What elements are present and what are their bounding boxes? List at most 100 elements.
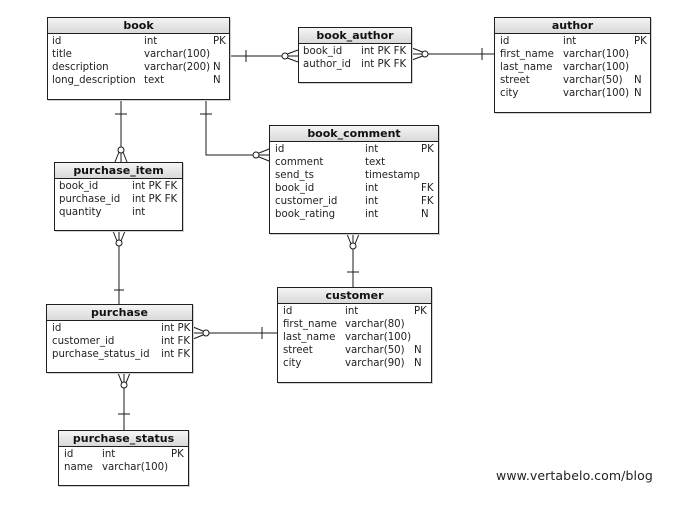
column-list: book_id int PK FK purchase_id int PK FK … bbox=[55, 179, 182, 219]
column-name: send_ts bbox=[275, 170, 314, 181]
column-type: int PK FK bbox=[132, 181, 178, 192]
column-name: last_name bbox=[500, 62, 553, 73]
column-name: city bbox=[283, 358, 302, 369]
column-row: id int PK bbox=[495, 35, 650, 48]
column-key: PK bbox=[634, 36, 647, 47]
column-row: purchase_status_id int FK bbox=[47, 348, 192, 361]
column-name: book_id bbox=[275, 183, 315, 194]
column-type: int PK bbox=[161, 323, 191, 334]
column-row: send_ts timestamp bbox=[270, 169, 438, 182]
entity-author: author id int PK first_name varchar(100)… bbox=[494, 17, 651, 113]
column-list: id int PK customer_id int FK purchase_st… bbox=[47, 321, 192, 361]
entity-book: book id int PK title varchar(100) descri… bbox=[47, 17, 230, 100]
entity-purchase-item: purchase_item book_id int PK FK purchase… bbox=[54, 162, 183, 231]
column-type: int FK bbox=[161, 349, 191, 360]
column-list: id int PK name varchar(100) bbox=[59, 447, 188, 474]
entity-title: book_comment bbox=[270, 126, 438, 142]
rel-book-purchase-item bbox=[114, 100, 128, 163]
column-list: id int PK first_name varchar(80) last_na… bbox=[278, 304, 431, 370]
column-key: N bbox=[414, 358, 422, 369]
column-list: id int PK first_name varchar(100) last_n… bbox=[495, 34, 650, 100]
column-name: long_description bbox=[52, 75, 136, 86]
rel-author-book-author bbox=[411, 47, 494, 61]
column-list: id int PK title varchar(100) description… bbox=[48, 34, 229, 87]
column-name: customer_id bbox=[275, 196, 338, 207]
entity-title: book_author bbox=[299, 28, 411, 44]
column-type: int PK FK bbox=[361, 46, 407, 57]
entity-title: purchase bbox=[47, 305, 192, 321]
column-name: last_name bbox=[283, 332, 336, 343]
column-row: id int PK bbox=[48, 35, 229, 48]
column-type: int bbox=[365, 144, 379, 155]
column-name: customer_id bbox=[52, 336, 115, 347]
column-row: city varchar(100) N bbox=[495, 87, 650, 100]
column-row: quantity int bbox=[55, 206, 182, 219]
column-type: varchar(100) bbox=[144, 49, 211, 60]
column-row: book_id int PK FK bbox=[299, 45, 411, 58]
column-name: city bbox=[500, 88, 519, 99]
column-row: long_description text N bbox=[48, 74, 229, 87]
column-key: FK bbox=[421, 183, 434, 194]
rel-customer-book-comment bbox=[346, 233, 360, 287]
column-name: name bbox=[64, 462, 93, 473]
entity-purchase: purchase id int PK customer_id int FK pu… bbox=[46, 304, 193, 373]
column-name: book_id bbox=[303, 46, 343, 57]
entity-book-author: book_author book_id int PK FK author_id … bbox=[298, 27, 412, 83]
rel-book-book-comment bbox=[200, 100, 270, 162]
column-row: comment text bbox=[270, 156, 438, 169]
column-row: city varchar(90) N bbox=[278, 357, 431, 370]
column-type: text bbox=[144, 75, 165, 86]
column-key: N bbox=[213, 62, 221, 73]
column-type: int PK FK bbox=[132, 194, 178, 205]
column-row: name varchar(100) bbox=[59, 461, 188, 474]
column-key: N bbox=[414, 345, 422, 356]
column-name: first_name bbox=[500, 49, 554, 60]
column-row: id int PK bbox=[278, 305, 431, 318]
column-type: int bbox=[365, 183, 379, 194]
column-name: description bbox=[52, 62, 109, 73]
column-type: text bbox=[365, 157, 386, 168]
entity-title: customer bbox=[278, 288, 431, 304]
column-type: int bbox=[102, 449, 116, 460]
column-type: int bbox=[345, 306, 359, 317]
column-type: varchar(100) bbox=[102, 462, 169, 473]
rel-customer-purchase bbox=[192, 326, 277, 340]
column-row: last_name varchar(100) bbox=[495, 61, 650, 74]
column-name: id bbox=[500, 36, 510, 47]
column-type: int bbox=[365, 196, 379, 207]
column-key: N bbox=[421, 209, 429, 220]
column-name: comment bbox=[275, 157, 324, 168]
column-row: author_id int PK FK bbox=[299, 58, 411, 71]
column-name: author_id bbox=[303, 59, 351, 70]
column-row: id int PK bbox=[270, 143, 438, 156]
column-key: N bbox=[213, 75, 221, 86]
column-key: PK bbox=[213, 36, 226, 47]
column-row: title varchar(100) bbox=[48, 48, 229, 61]
column-type: int bbox=[144, 36, 158, 47]
column-type: varchar(100) bbox=[563, 62, 630, 73]
column-list: id int PK comment text send_ts timestamp… bbox=[270, 142, 438, 221]
column-name: id bbox=[275, 144, 285, 155]
column-type: varchar(50) bbox=[345, 345, 405, 356]
column-name: first_name bbox=[283, 319, 337, 330]
entity-title: book bbox=[48, 18, 229, 34]
column-row: customer_id int FK bbox=[47, 335, 192, 348]
column-key: FK bbox=[421, 196, 434, 207]
column-row: description varchar(200) N bbox=[48, 61, 229, 74]
column-row: customer_id int FK bbox=[270, 195, 438, 208]
column-type: int FK bbox=[161, 336, 191, 347]
entity-purchase-status: purchase_status id int PK name varchar(1… bbox=[58, 430, 189, 486]
watermark-url: www.vertabelo.com/blog bbox=[496, 468, 653, 483]
entity-title: purchase_status bbox=[59, 431, 188, 447]
column-row: street varchar(50) N bbox=[495, 74, 650, 87]
column-name: id bbox=[64, 449, 74, 460]
column-key: N bbox=[634, 88, 642, 99]
rel-book-book-author bbox=[230, 49, 299, 63]
column-name: street bbox=[500, 75, 530, 86]
column-name: id bbox=[52, 36, 62, 47]
column-name: purchase_id bbox=[59, 194, 121, 205]
column-type: int bbox=[563, 36, 577, 47]
column-name: street bbox=[283, 345, 313, 356]
column-type: int PK FK bbox=[361, 59, 407, 70]
